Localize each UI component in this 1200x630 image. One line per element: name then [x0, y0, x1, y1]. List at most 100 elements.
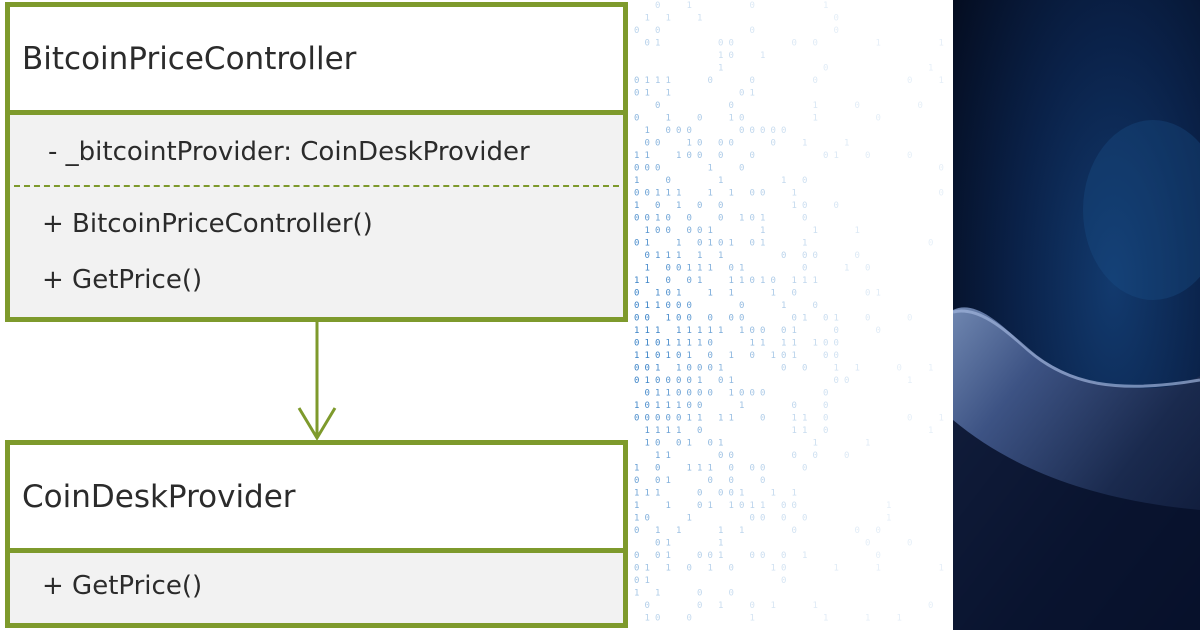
binary-digit: 0 — [676, 314, 681, 324]
binary-digit: 0 — [760, 414, 765, 424]
binary-digit: 1 — [666, 564, 671, 574]
binary-digit: 1 — [655, 426, 660, 436]
binary-digit: 1 — [697, 414, 702, 424]
binary-digit: 1 — [729, 501, 734, 511]
binary-digit: 0 — [802, 364, 807, 374]
binary-digit: 1 — [855, 364, 860, 374]
binary-digit: 0 — [655, 339, 660, 349]
binary-digit: 0 — [802, 251, 807, 261]
binary-digit: 0 — [781, 551, 786, 561]
binary-digit: 1 — [939, 39, 944, 49]
binary-digit: 1 — [687, 414, 692, 424]
binary-digit: 1 — [718, 364, 723, 374]
binary-digit: 0 — [865, 289, 870, 299]
binary-digit: 0 — [708, 314, 713, 324]
binary-digit: 1 — [876, 564, 881, 574]
binary-digit: 0 — [645, 164, 650, 174]
binary-digit: 0 — [655, 139, 660, 149]
binary-digit: 1 — [729, 276, 734, 286]
binary-digit: 0 — [802, 214, 807, 224]
binary-digit: 0 — [855, 251, 860, 261]
binary-digit: 1 — [876, 289, 881, 299]
binary-digit: 1 — [634, 514, 639, 524]
binary-digit: 0 — [655, 551, 660, 561]
binary-digit: 1 — [813, 226, 818, 236]
binary-digit: 1 — [645, 89, 650, 99]
binary-digit: 0 — [855, 101, 860, 111]
binary-digit: 0 — [697, 201, 702, 211]
binary-digit: 1 — [697, 14, 702, 24]
binary-digit: 0 — [876, 114, 881, 124]
binary-digit: 0 — [907, 414, 912, 424]
binary-digit: 1 — [676, 364, 681, 374]
binary-digit: 0 — [760, 476, 765, 486]
binary-digit: 1 — [771, 351, 776, 361]
binary-digit: 0 — [750, 276, 755, 286]
binary-digit: 0 — [697, 139, 702, 149]
binary-digit: 0 — [823, 414, 828, 424]
binary-digit: 0 — [645, 414, 650, 424]
binary-digit: 0 — [865, 539, 870, 549]
binary-digit: 1 — [645, 426, 650, 436]
binary-digit: 1 — [687, 326, 692, 336]
binary-digit: 0 — [729, 464, 734, 474]
binary-digit: 1 — [792, 339, 797, 349]
binary-digit: 0 — [645, 514, 650, 524]
binary-digit: 1 — [676, 239, 681, 249]
binary-digit: 1 — [634, 201, 639, 211]
binary-digit: 0 — [760, 551, 765, 561]
class-box-coindeskprovider: CoinDeskProvider + GetPrice() — [5, 440, 628, 628]
binary-digit: 0 — [687, 214, 692, 224]
class-box-bitcoinpricecontroller: BitcoinPriceController - _bitcointProvid… — [5, 2, 628, 322]
binary-digit: 1 — [666, 539, 671, 549]
binary-digit: 0 — [907, 151, 912, 161]
binary-digit: 0 — [634, 189, 639, 199]
binary-digit: 0 — [708, 551, 713, 561]
binary-digit: 0 — [939, 164, 944, 174]
binary-digit: 0 — [655, 201, 660, 211]
binary-digit: 1 — [802, 551, 807, 561]
binary-digit: 0 — [634, 314, 639, 324]
binary-digit: 1 — [729, 189, 734, 199]
binary-digit: 1 — [655, 251, 660, 261]
binary-digit: 1 — [645, 351, 650, 361]
binary-digit: 1 — [792, 189, 797, 199]
binary-digit: 0 — [687, 276, 692, 286]
binary-digit: 0 — [655, 101, 660, 111]
binary-digit: 0 — [676, 351, 681, 361]
binary-digit: 1 — [792, 414, 797, 424]
binary-digit: 0 — [729, 476, 734, 486]
binary-digit: 0 — [634, 476, 639, 486]
binary-digit: 1 — [655, 189, 660, 199]
binary-digit: 1 — [666, 476, 671, 486]
binary-digit: 0 — [792, 526, 797, 536]
binary-digit: 0 — [718, 214, 723, 224]
binary-digit: 1 — [739, 401, 744, 411]
binary-digit: 0 — [907, 314, 912, 324]
arrow-head — [297, 407, 337, 441]
binary-digit: 1 — [634, 151, 639, 161]
binary-digit: 0 — [897, 364, 902, 374]
binary-digit: 0 — [750, 126, 755, 136]
binary-digit: 0 — [634, 26, 639, 36]
binary-digit: 0 — [928, 239, 933, 249]
binary-digit: 0 — [718, 39, 723, 49]
binary-digit: 1 — [792, 426, 797, 436]
binary-digit: 1 — [729, 239, 734, 249]
binary-digit: 1 — [666, 189, 671, 199]
binary-digit: 0 — [666, 126, 671, 136]
binary-digit: 1 — [676, 526, 681, 536]
binary-digit: 1 — [771, 489, 776, 499]
binary-digit: 1 — [823, 1, 828, 11]
binary-digit: 0 — [792, 401, 797, 411]
binary-digit: 1 — [666, 551, 671, 561]
binary-digit: 1 — [697, 339, 702, 349]
binary-digit: 1 — [802, 314, 807, 324]
binary-digit: 0 — [634, 164, 639, 174]
binary-digit: 0 — [687, 226, 692, 236]
binary-digit: 1 — [645, 239, 650, 249]
binary-digit: 1 — [834, 564, 839, 574]
binary-digit: 1 — [655, 401, 660, 411]
binary-digit: 0 — [760, 464, 765, 474]
binary-digit: 1 — [708, 289, 713, 299]
